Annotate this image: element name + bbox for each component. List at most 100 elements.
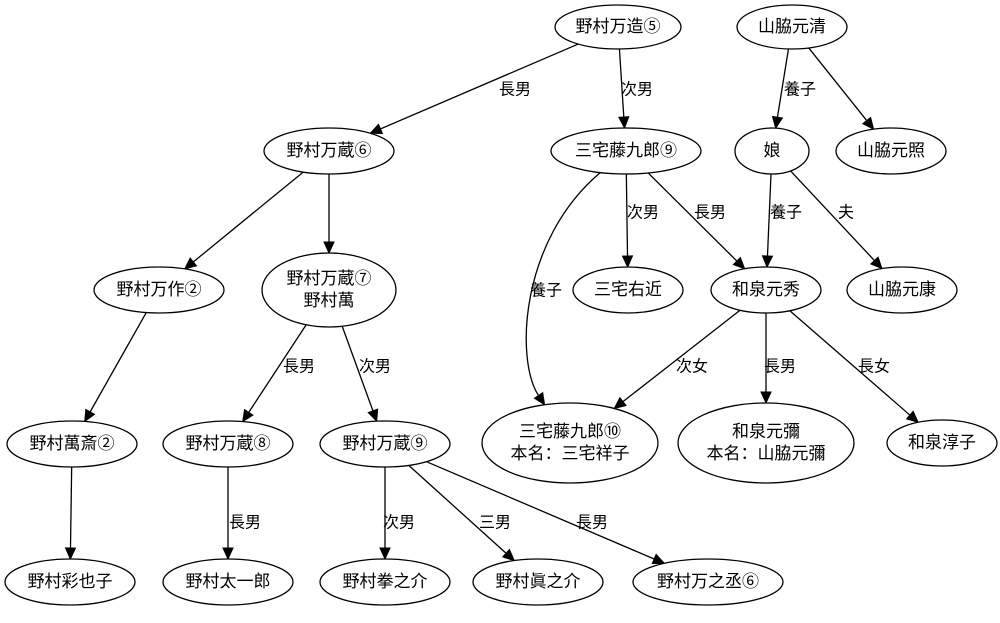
edge-line (622, 309, 741, 403)
node-ellipse (710, 266, 822, 314)
edge-label: 養子 (784, 80, 816, 99)
edge-musume-to-yamawaki_motoyasu: 夫 (790, 170, 883, 270)
edge-yamawaki_motokiyo-to-musume: 養子 (771, 48, 816, 130)
node-sadanosuke: 野村眞之介 (472, 558, 604, 606)
node-label: 野村万蔵⑥ (287, 141, 372, 161)
arrowhead-icon (379, 547, 391, 561)
node-ellipse (736, 4, 848, 50)
node-mansai2: 野村萬斎② (6, 420, 138, 468)
edge-label: 夫 (838, 203, 854, 222)
node-ellipse (319, 420, 451, 468)
node-mannojo6: 野村万之丞⑥ (632, 558, 784, 606)
node-label: 野村万蔵⑦ (287, 269, 372, 289)
edge-manzo6-to-mansaku2 (183, 171, 304, 270)
node-ellipse (319, 558, 451, 606)
node-kennosuke: 野村拳之介 (319, 558, 451, 606)
edge-label: 長女 (858, 357, 890, 376)
node-label: 娘 (764, 141, 781, 161)
edge-label: 次男 (383, 513, 415, 532)
node-musume: 娘 (734, 127, 810, 175)
node-label: 和泉淳子 (908, 433, 976, 453)
node-label: 野村眞之介 (496, 572, 581, 592)
edge-line (625, 173, 629, 257)
node-label: 本名：山脇元彌 (707, 444, 826, 464)
node-ellipse (550, 127, 702, 175)
edge-manzo9-to-mannojo6: 長男 (426, 461, 666, 565)
node-ellipse (886, 419, 998, 467)
edge-label: 長男 (499, 80, 531, 99)
arrowhead-icon (84, 408, 96, 423)
edge-izumi_motohide-to-miyake_tokuro10: 次女 (613, 309, 741, 410)
arrowhead-icon (323, 241, 335, 255)
edge-line (789, 310, 911, 416)
edge-line (380, 43, 579, 130)
node-ellipse (4, 558, 136, 606)
node-label: 野村万造⑤ (576, 17, 661, 37)
arrowhead-icon (183, 257, 198, 270)
edge-label: 長男 (576, 513, 608, 532)
arrowhead-icon (861, 116, 875, 131)
node-manzo6: 野村万蔵⑥ (263, 127, 395, 175)
node-label: 野村太一郎 (186, 572, 271, 592)
edge-manzo7-to-manzo8: 長男 (242, 324, 315, 423)
edge-label: 長男 (283, 357, 315, 376)
node-label: 野村萬 (304, 291, 355, 311)
edge-label: 次女 (676, 357, 708, 376)
node-label: 野村万作② (117, 280, 202, 300)
node-miyake-ukon: 三宅右近 (572, 266, 684, 314)
node-manzo5: 野村万造⑤ (554, 4, 682, 50)
edge-label: 次男 (621, 80, 653, 99)
node-ellipse (481, 402, 659, 484)
edge-manzo9-to-sadanosuke: 三男 (408, 464, 516, 562)
arrowhead-icon (501, 548, 516, 562)
edge-mansaku2-to-mansai2 (84, 312, 147, 423)
node-label: 和泉元秀 (732, 280, 800, 300)
node-yamawaki-motoaki: 山脇元照 (835, 127, 947, 175)
edge-manzo5-to-miyake_tokuro9: 次男 (618, 48, 653, 130)
edge-line (525, 172, 601, 396)
node-ellipse (162, 420, 294, 468)
edges-layer: 長男次男養子次男長男養子養子夫長男次男次女長男長女長男次男三男長男 (64, 43, 920, 565)
node-ellipse (261, 252, 397, 328)
edge-label: 養子 (530, 281, 562, 300)
node-label: 三宅藤九郎⑩ (519, 422, 621, 442)
node-miyake-tokuro9: 三宅藤九郎⑨ (550, 127, 702, 175)
node-label: 野村万蔵⑨ (343, 434, 428, 454)
edge-label: 長男 (229, 513, 261, 532)
edge-label: 次男 (359, 357, 391, 376)
arrowhead-icon (905, 410, 920, 424)
edge-line (341, 326, 374, 412)
arrowhead-icon (367, 408, 379, 423)
arrowhead-icon (533, 391, 546, 406)
node-label: 山脇元康 (868, 280, 936, 300)
edge-line (776, 48, 790, 118)
edge-label: 次男 (627, 203, 659, 222)
edge-manzo6-to-manzo7 (323, 174, 335, 255)
edge-manzo9-to-kennosuke: 次男 (379, 467, 415, 561)
node-izumi-junko: 和泉淳子 (886, 419, 998, 467)
edge-izumi_motohide-to-izumi_junko: 長女 (789, 310, 920, 424)
arrowhead-icon (618, 116, 630, 130)
node-label: 和泉元彌 (732, 422, 800, 442)
edge-label: 三男 (479, 513, 511, 532)
node-label: 野村拳之介 (343, 572, 428, 592)
edge-line (647, 172, 738, 262)
edge-line (408, 464, 507, 554)
edge-label: 長男 (694, 203, 726, 222)
node-label: 山脇元照 (857, 141, 925, 161)
edge-manzo5-to-manzo6: 長男 (369, 43, 579, 135)
arrowhead-icon (760, 391, 772, 405)
arrowhead-icon (613, 396, 627, 410)
node-yamawaki-motokiyo: 山脇元清 (736, 4, 848, 50)
arrowhead-icon (369, 123, 384, 135)
node-ellipse (835, 127, 947, 175)
edge-manzo7-to-manzo9: 次男 (341, 326, 391, 423)
node-label: 山脇元清 (758, 17, 826, 37)
node-ellipse (572, 266, 684, 314)
edge-line (89, 312, 147, 413)
node-label: 三宅右近 (594, 280, 662, 300)
arrowhead-icon (761, 255, 774, 269)
edge-line (790, 170, 875, 261)
